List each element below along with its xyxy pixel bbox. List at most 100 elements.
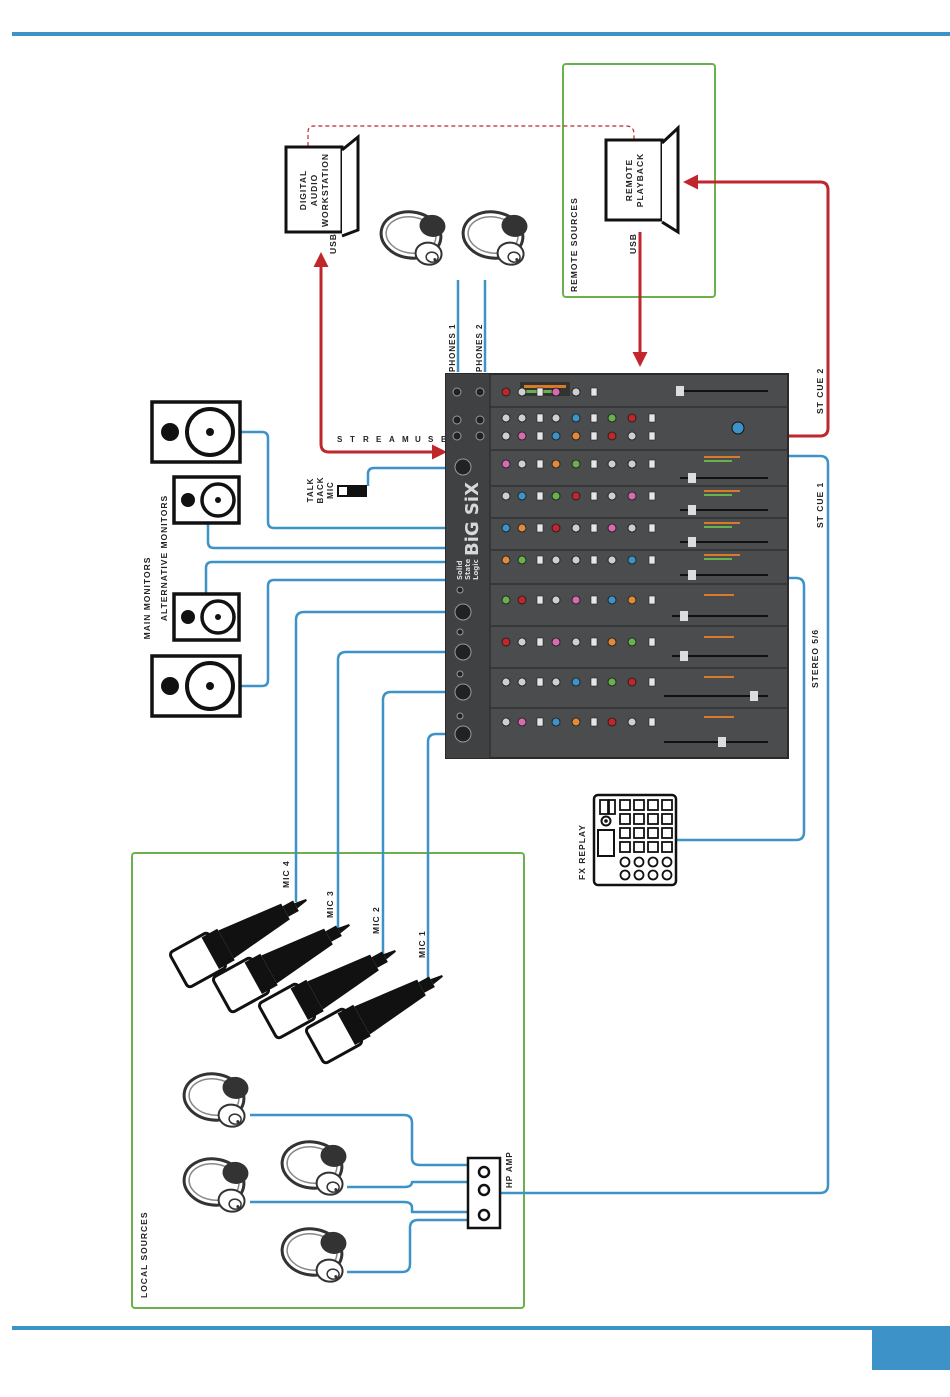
mixer-button [591,388,597,396]
drum-pad [620,814,630,824]
mixer-knob [572,432,580,440]
mixer-knob [572,460,580,468]
svg-text:S: S [428,435,434,444]
mixer-knob [518,432,526,440]
mixer-button [537,414,543,422]
drum-knob [663,871,672,880]
mixer-knob [628,524,636,532]
remote-playback-laptop: REMOTE PLAYBACK [606,128,678,232]
mixer-knob [628,492,636,500]
mixer-knob [502,492,510,500]
mixer-button [591,524,597,532]
drum-knob [635,871,644,880]
mixer-knob [518,524,526,532]
drum-pad [634,800,644,810]
daw-label-1: DIGITAL [298,170,308,210]
mixer-button [649,718,655,726]
drum-pad [620,828,630,838]
headphones-2-icon [460,208,529,266]
mixer-knob [628,596,636,604]
mixer-knob [502,718,510,726]
big-six-mixer: Solid State Logic BiG SiX [446,374,788,758]
alt-monitor-bottom-icon [174,594,239,640]
mixer-button [591,492,597,500]
mixer-knob [572,556,580,564]
st-cue2-label: ST CUE 2 [815,368,825,414]
mixer-knob [628,678,636,686]
drum-pad [662,828,672,838]
remote-playback-label-1: REMOTE [624,159,634,201]
local-headphones-1-icon [181,1070,250,1128]
local-headphones-2-icon [279,1138,348,1196]
drum-pad [648,800,658,810]
mic4-label: MIC 4 [281,860,291,888]
mixer-knob [552,596,560,604]
mixer-button [591,638,597,646]
mixer-knob [608,718,616,726]
svg-text:S: S [337,435,343,444]
mixer-knob [628,460,636,468]
mixer-knob [518,460,526,468]
daw-usb-label: USB [328,233,338,254]
mixer-knob [552,460,560,468]
drum-knob [663,858,672,867]
daw-laptop: DIGITAL AUDIO WORKSTATION [286,137,358,236]
remote-playback-label-2: PLAYBACK [635,153,645,207]
mixer-button [649,492,655,500]
drum-knob [635,858,644,867]
mic2-label: MIC 2 [371,906,381,934]
stereo56-label: STEREO 5/6 [810,629,820,688]
drum-pad [620,800,630,810]
mixer-button [591,678,597,686]
alt-monitors-label: ALTERNATIVE MONITORS [159,495,169,621]
mixer-button [591,718,597,726]
mixer-button [537,388,543,396]
talkback-label-2: BACK [316,476,325,503]
brand-line-2: State [464,559,472,580]
mixer-button [591,432,597,440]
mixer-knob [608,556,616,564]
mixer-knob [502,678,510,686]
mixer-button [591,460,597,468]
drum-pad [648,814,658,824]
mixer-knob [572,492,580,500]
stream-usb-label: S T R E A M U S B [337,435,448,444]
mixer-knob [502,524,510,532]
daw-label-3: WORKSTATION [320,153,330,227]
mixer-knob [552,638,560,646]
drum-knob [621,858,630,867]
mixer-knob [552,388,560,396]
mixer-button [537,718,543,726]
mixer-knob [502,596,510,604]
svg-text:U: U [415,435,422,444]
drum-pad [634,842,644,852]
mixer-knob [552,492,560,500]
mixer-button [591,414,597,422]
mixer-knob [628,556,636,564]
mixer-knob [502,638,510,646]
svg-text:T: T [350,435,356,444]
mixer-knob [518,678,526,686]
hp-amp-label: HP AMP [505,1151,514,1188]
mixer-button [649,432,655,440]
fx-replay-device-icon [594,795,676,885]
mixer-button [591,556,597,564]
mixer-knob [552,432,560,440]
local-headphones-3-icon [181,1155,250,1213]
brand-line-1: Solid [456,560,464,580]
main-monitors-label: MAIN MONITORS [142,557,152,640]
remote-usb-label: USB [628,233,638,254]
svg-text:E: E [376,435,382,444]
mixer-knob [518,718,526,726]
mixer-knob [608,678,616,686]
drum-knob [621,871,630,880]
mixer-knob [572,596,580,604]
mic1-label: MIC 1 [417,930,427,958]
remote-sources-label: REMOTE SOURCES [569,197,579,292]
mixer-button [537,638,543,646]
mixer-knob [518,492,526,500]
mixer-knob [572,638,580,646]
mixer-knob [502,556,510,564]
mixer-knob [518,596,526,604]
mixer-button [537,556,543,564]
